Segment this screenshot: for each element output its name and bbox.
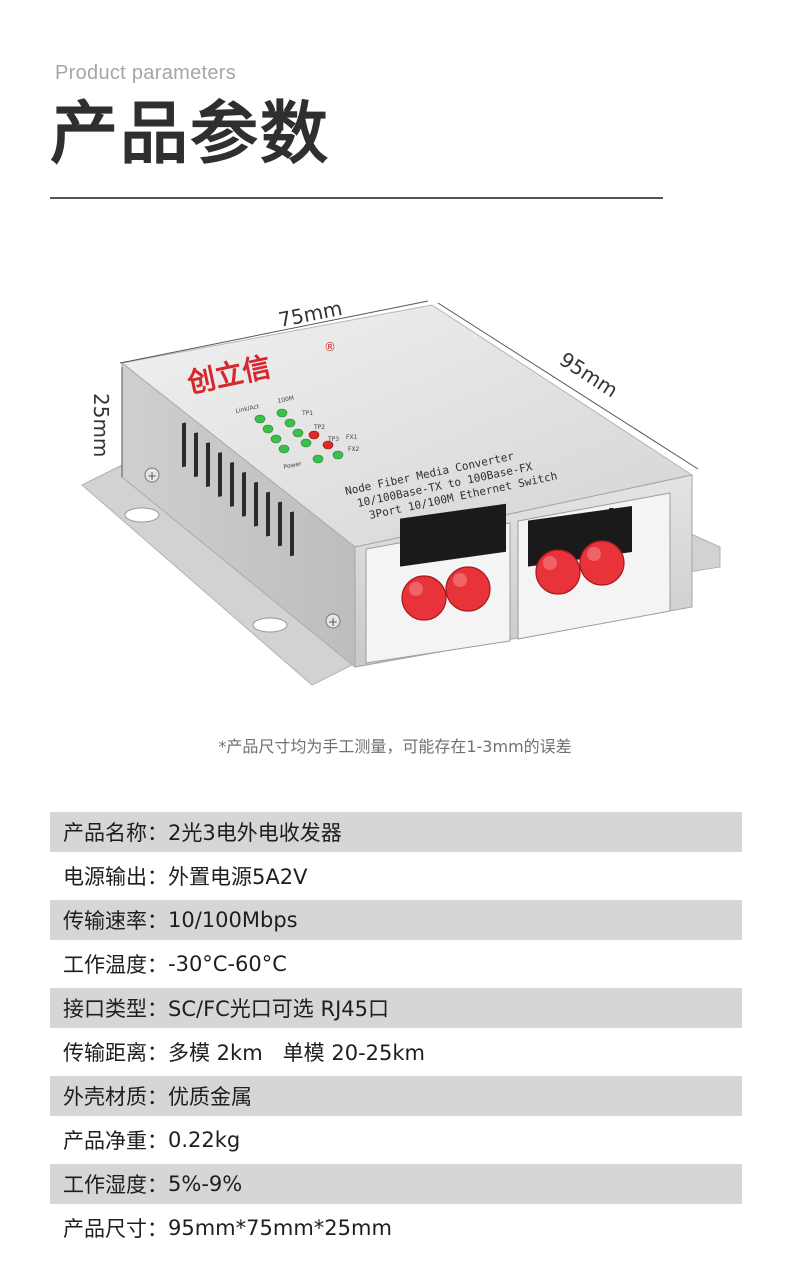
measurement-note: *产品尺寸均为手工测量，可能存在1-3mm的误差 xyxy=(218,737,572,756)
spec-row: 电源输出：外置电源5A2V xyxy=(50,856,742,896)
spec-row: 工作湿度：5%-9% xyxy=(50,1164,742,1204)
flange-slot-icon xyxy=(252,617,288,633)
spec-row: 外壳材质：优质金属 xyxy=(50,1076,742,1116)
spec-label: 工作湿度： xyxy=(63,1173,168,1197)
spec-label: 传输速率： xyxy=(63,909,168,933)
led-indicator xyxy=(278,444,290,454)
spec-row: 产品净重：0.22kg xyxy=(50,1120,742,1160)
spec-value: 多模 2km 单模 20-25km xyxy=(168,1041,425,1065)
section-eyebrow: Product parameters xyxy=(55,62,237,84)
spec-value: SC/FC光口可选 RJ45口 xyxy=(168,997,389,1021)
spec-value: 优质金属 xyxy=(168,1085,252,1109)
spec-row: 传输速率：10/100Mbps xyxy=(50,900,742,940)
spec-value: 0.22kg xyxy=(168,1128,241,1152)
registered-mark: ® xyxy=(324,340,336,354)
spec-row: 产品尺寸：95mm*75mm*25mm xyxy=(50,1208,742,1248)
led-indicator xyxy=(276,408,288,418)
led-label: FX2 xyxy=(348,446,360,453)
spec-row: 工作温度：-30°C-60°C xyxy=(50,944,742,984)
led-label: Link/Act xyxy=(235,403,261,415)
spec-row: 接口类型：SC/FC光口可选 RJ45口 xyxy=(50,988,742,1028)
spec-value: 95mm*75mm*25mm xyxy=(168,1216,392,1240)
spec-row: 产品名称：2光3电外电收发器 xyxy=(50,812,742,852)
title-divider xyxy=(50,197,663,199)
spec-label: 电源输出： xyxy=(63,865,168,889)
led-indicator xyxy=(322,440,334,450)
fiber-connector-icon xyxy=(579,540,625,586)
product-illustration: + + 75mm 95mm 25mm 创立信 ® Link/Act 100M T… xyxy=(81,296,721,686)
spec-label: 产品尺寸： xyxy=(63,1217,168,1241)
svg-text:+: + xyxy=(147,469,157,483)
led-label: TP2 xyxy=(313,424,325,431)
led-label: 100M xyxy=(277,395,295,405)
screw-icon xyxy=(144,467,160,483)
spec-label: 产品名称： xyxy=(63,821,168,845)
svg-text:+: + xyxy=(328,615,338,629)
dimension-height: 25mm xyxy=(89,393,113,457)
led-indicator xyxy=(308,430,320,440)
led-indicator xyxy=(270,434,282,444)
led-indicator xyxy=(300,438,312,448)
spec-row: 传输距离：多模 2km 单模 20-25km xyxy=(50,1032,742,1072)
spec-value: 10/100Mbps xyxy=(168,908,298,932)
led-indicator xyxy=(332,450,344,460)
led-indicator xyxy=(292,428,304,438)
spec-label: 外壳材质： xyxy=(63,1085,168,1109)
led-indicator xyxy=(312,454,324,464)
fiber-connector-icon xyxy=(401,575,447,621)
led-indicator xyxy=(254,414,266,424)
led-label: TP3 xyxy=(327,436,339,443)
led-indicator xyxy=(284,418,296,428)
spec-value: -30°C-60°C xyxy=(168,952,287,976)
page-title: 产品参数 xyxy=(50,95,331,174)
dimension-lines xyxy=(119,300,699,477)
spec-label: 产品净重： xyxy=(63,1129,168,1153)
flange-slot-icon xyxy=(124,507,160,523)
fiber-connector-icon xyxy=(535,549,581,595)
spec-value: 外置电源5A2V xyxy=(168,865,308,889)
led-label: Power xyxy=(283,460,303,471)
fiber-connector-icon xyxy=(445,566,491,612)
led-indicator xyxy=(262,424,274,434)
status-leds xyxy=(254,408,344,464)
spec-label: 接口类型： xyxy=(63,997,168,1021)
led-label: TP1 xyxy=(301,410,313,417)
screw-icon xyxy=(325,613,341,629)
spec-label: 工作温度： xyxy=(63,953,168,977)
spec-value: 2光3电外电收发器 xyxy=(168,821,342,845)
spec-value: 5%-9% xyxy=(168,1172,243,1196)
vent-slots xyxy=(182,422,294,557)
led-label: FX1 xyxy=(346,434,358,441)
spec-label: 传输距离： xyxy=(63,1041,168,1065)
